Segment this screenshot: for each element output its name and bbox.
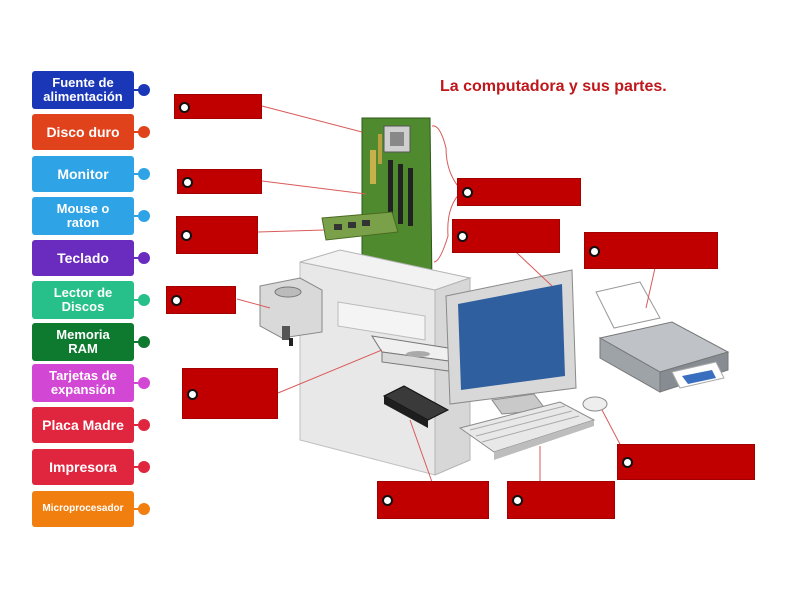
keyboard-image [458,401,596,460]
label-impresora[interactable]: Impresora [32,449,150,485]
label-text: Microprocesador [42,502,124,514]
label-text: Memoria RAM [56,327,110,356]
label-disco-duro[interactable]: Disco duro [32,114,150,150]
connector-dot[interactable] [138,336,150,348]
connector-dot[interactable] [138,210,150,222]
connector-dot[interactable] [138,377,150,389]
drop-target-7[interactable] [452,219,560,253]
label-text: Lector de Discos [53,285,113,314]
label-text: Monitor [57,165,109,182]
drop-target-9[interactable] [617,444,755,480]
connector-stub [132,173,142,175]
label-teclado[interactable]: Teclado [32,240,150,276]
ram-card-image [321,211,399,241]
drop-target-6[interactable] [457,178,581,206]
label-text: Mouse o raton [56,201,110,230]
drop-target-5[interactable] [182,368,278,419]
label-mouse-o-raton[interactable]: Mouse o raton [32,197,150,235]
power-supply-image [259,277,323,346]
connector-dot[interactable] [138,294,150,306]
label-lector-de-discos[interactable]: Lector de Discos [32,281,150,319]
connector-stub [132,131,142,133]
connector-stub [132,257,142,259]
target-anchor-icon [179,101,190,113]
label-text: Fuente de alimentación [43,75,123,104]
mouse-image [582,396,608,412]
connector-dot[interactable] [138,503,150,515]
target-anchor-icon [182,176,193,188]
page-title: La computadora y sus partes. [440,78,667,95]
connector-stub [132,299,142,301]
drop-target-8[interactable] [584,232,718,269]
hard-disk-image [382,385,450,428]
target-anchor-icon [462,187,473,198]
label-text: Teclado [57,249,109,266]
label-microprocesador[interactable]: Microprocesador [32,491,150,527]
connector-stub [132,382,142,384]
target-anchor-icon [512,495,523,506]
target-anchor-icon [457,231,468,242]
label-text: Impresora [49,458,117,475]
connector-dot[interactable] [138,168,150,180]
target-anchor-icon [181,230,192,241]
connector-stub [132,215,142,217]
target-anchor-icon [622,457,633,468]
label-text: Tarjetas de expansión [49,368,117,397]
target-anchor-icon [589,245,600,257]
connector-stub [132,89,142,91]
drop-target-2[interactable] [177,169,262,194]
connector-dot[interactable] [138,84,150,96]
connector-dot[interactable] [138,252,150,264]
connector-dot[interactable] [138,126,150,138]
label-text: Placa Madre [42,416,124,433]
connector-stub [132,508,142,510]
drop-target-4[interactable] [166,286,236,314]
label-tarjetas-de-expansion[interactable]: Tarjetas de expansión [32,364,150,402]
connector-dot[interactable] [138,461,150,473]
connector-stub [132,341,142,343]
connector-stub [132,466,142,468]
label-monitor[interactable]: Monitor [32,156,150,192]
drop-target-10[interactable] [377,481,489,519]
label-text: Disco duro [46,123,120,140]
motherboard-image [361,117,433,287]
target-anchor-icon [187,388,198,400]
monitor-image [445,269,577,415]
leader-lines [236,105,656,484]
label-fuente-de-alimentacion[interactable]: Fuente de alimentación [32,71,150,109]
target-anchor-icon [171,295,182,306]
label-memoria-ram[interactable]: Memoria RAM [32,323,150,361]
printer-image [595,281,730,393]
drop-target-11[interactable] [507,481,615,519]
drop-target-1[interactable] [174,94,262,119]
connector-dot[interactable] [138,419,150,431]
label-placa-madre[interactable]: Placa Madre [32,407,150,443]
connector-stub [132,424,142,426]
drop-target-3[interactable] [176,216,258,254]
target-anchor-icon [382,495,393,506]
